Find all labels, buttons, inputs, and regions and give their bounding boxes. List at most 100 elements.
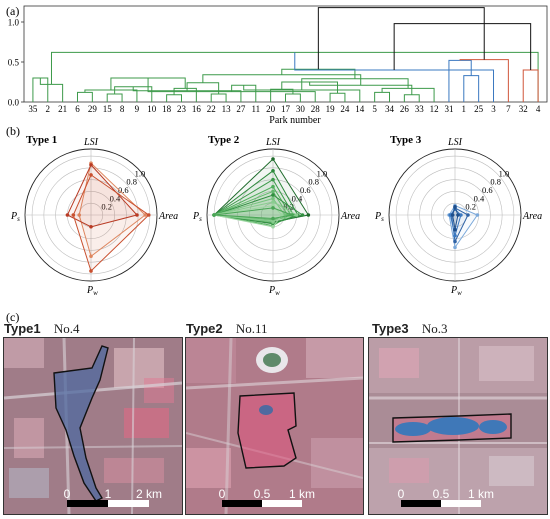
dendrogram-link — [329, 92, 346, 102]
scale-bar-segment — [67, 500, 108, 507]
radar-point — [453, 204, 457, 209]
radar-point — [466, 213, 470, 217]
scale-label: 2 km — [136, 487, 162, 501]
leaf-label: 18 — [162, 104, 172, 114]
radar-axis-label-lsi: LSI — [447, 137, 463, 148]
leaf-label: 34 — [385, 104, 395, 114]
leaf-label: 5 — [372, 104, 377, 114]
radar-axis-label-ps: Ps — [192, 211, 202, 223]
radar-title: Type 3 — [390, 134, 422, 146]
radar-point — [459, 213, 463, 217]
radar-point — [135, 213, 139, 217]
dendrogram-link — [403, 94, 420, 102]
radar-grid-label: 0.4 — [110, 193, 121, 203]
map-number-label: No.11 — [235, 321, 268, 336]
panel-label-a: (a) — [6, 4, 19, 18]
radar-point — [280, 213, 284, 217]
leaf-label: 25 — [474, 104, 484, 114]
radar-grid-label: 1.0 — [499, 168, 510, 178]
radar-grid-label: 0.6 — [482, 185, 493, 195]
dendrogram-link — [317, 7, 485, 70]
radar-point — [453, 227, 457, 232]
radar-grid-label: 0.8 — [308, 177, 319, 187]
radar-axis-label-ps: Ps — [10, 211, 20, 223]
leaf-label: 26 — [400, 104, 410, 114]
radar-point — [146, 213, 151, 217]
scale-label: 0.5 — [254, 487, 271, 501]
radar-point — [456, 213, 460, 217]
radar-grid-label: 1.0 — [317, 168, 328, 178]
dendrogram-link — [106, 93, 123, 102]
radar-grid-label: 0.8 — [126, 177, 137, 187]
park-vegetation — [238, 393, 296, 468]
dendrogram-link — [210, 93, 227, 102]
radar-grid-label: 0.2 — [465, 202, 476, 212]
map-number-label: No.3 — [421, 321, 448, 336]
radar-title: Type 2 — [208, 134, 240, 146]
dendrogram-links — [32, 7, 539, 102]
map-type-label: Type2 — [186, 321, 223, 336]
radar-axis-label-area: Area — [522, 211, 542, 222]
radar-axis-label-area: Area — [158, 211, 178, 222]
urban-texture — [369, 338, 547, 514]
park-water — [259, 405, 273, 415]
radar-point — [89, 269, 93, 273]
map-number-label: No.4 — [53, 321, 80, 336]
leaf-label: 32 — [519, 104, 528, 114]
radar-point — [212, 213, 216, 217]
leaf-label: 14 — [355, 104, 365, 114]
leaf-label: 13 — [222, 104, 232, 114]
dendrogram-link — [374, 91, 391, 102]
radar-point — [294, 213, 299, 217]
radar-point — [306, 213, 311, 217]
leaf-label: 19 — [326, 104, 336, 114]
leaf-label: 15 — [103, 104, 113, 114]
dendrogram-link — [76, 91, 93, 102]
radar-point — [271, 224, 275, 229]
leaf-label: 8 — [120, 104, 125, 114]
park-boundary — [53, 345, 109, 502]
leaf-label: 10 — [147, 104, 157, 114]
radar-point — [271, 184, 275, 189]
radar-series — [72, 174, 150, 272]
map-type2-image: 0 0.5 1 km — [186, 338, 363, 514]
scale-label: 0.5 — [433, 487, 450, 501]
park-water — [395, 422, 431, 436]
radar-point — [271, 193, 275, 197]
radar-point — [271, 157, 275, 161]
leaf-label: 1 — [462, 104, 467, 114]
park-water — [479, 420, 507, 434]
urban-texture — [4, 338, 182, 514]
leaf-label: 28 — [311, 104, 321, 114]
leaf-label: 30 — [296, 104, 306, 114]
scale-label: 0 — [398, 487, 405, 501]
park-water — [427, 417, 479, 435]
park-boundary — [237, 392, 297, 469]
leaf-label: 3 — [491, 104, 496, 114]
leaf-label: 9 — [135, 104, 140, 114]
radar-point — [143, 213, 148, 217]
leaf-label: 33 — [415, 104, 425, 114]
leaf-label: 31 — [444, 104, 453, 114]
dendrogram-link — [285, 93, 301, 102]
scale-label: 1 — [105, 487, 112, 501]
dendrogram-link — [393, 23, 532, 70]
radar-point — [65, 213, 70, 217]
leaf-label: 24 — [340, 104, 350, 114]
y-tick-label: 0.0 — [8, 98, 20, 108]
leaf-label: 4 — [536, 104, 541, 114]
radar-point — [475, 213, 480, 217]
park-area — [54, 346, 108, 501]
leaf-label: 7 — [506, 104, 511, 114]
radar-point — [453, 233, 457, 238]
leaf-label: 20 — [266, 104, 276, 114]
radar-point — [271, 216, 275, 221]
map-type-label: Type3 — [372, 321, 409, 336]
radar-point — [271, 189, 275, 194]
map-type2: 0 0.5 1 km — [185, 337, 364, 515]
panel-label-b: (b) — [6, 124, 20, 138]
